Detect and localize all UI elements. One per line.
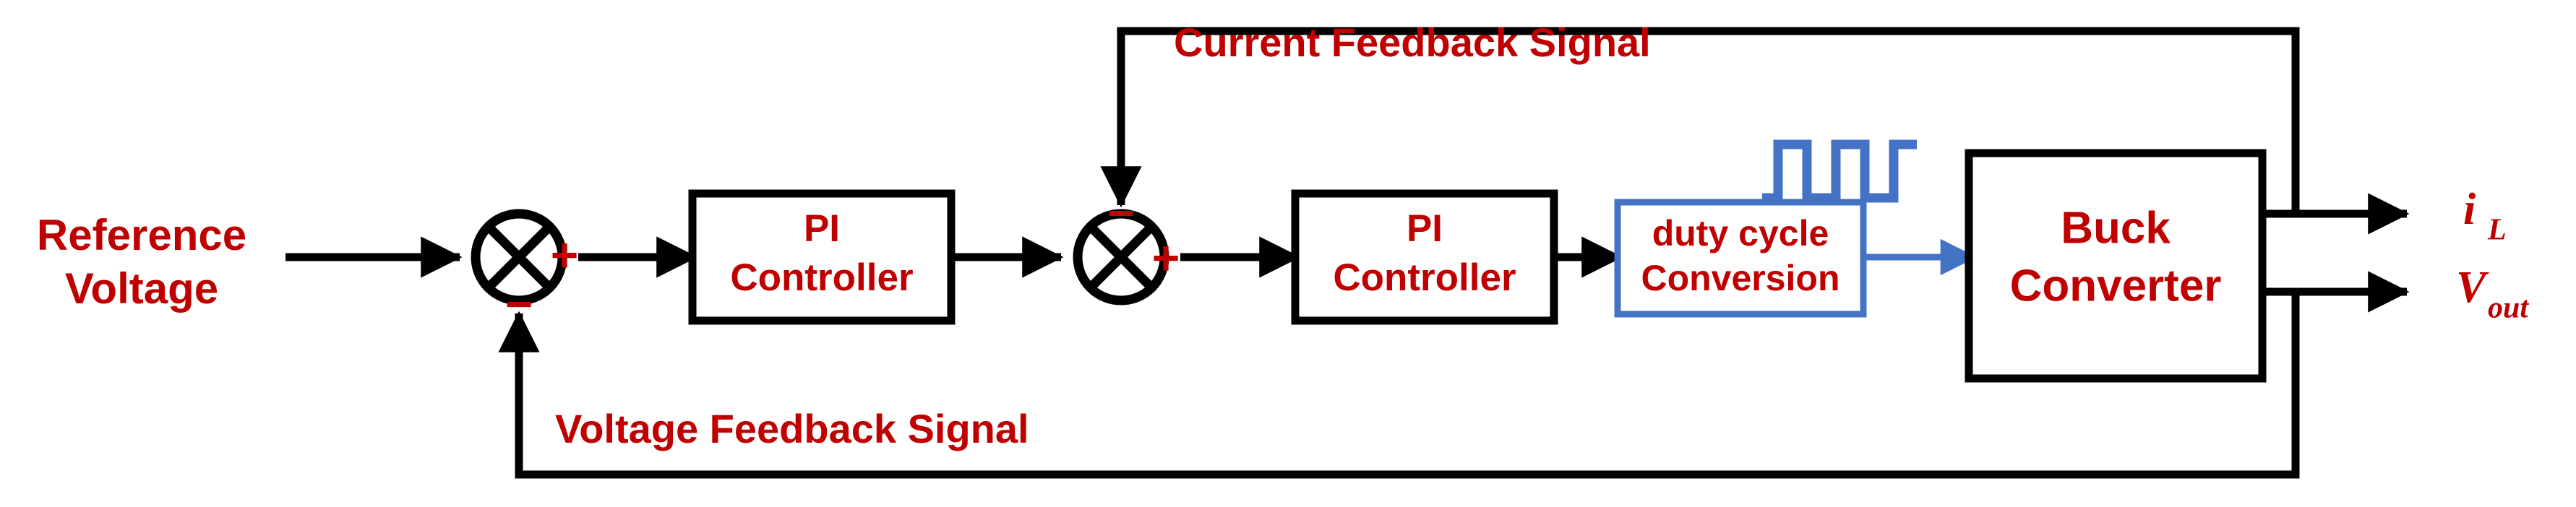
inductor-current-output-label: i L xyxy=(2463,185,2507,246)
voltage-feedback-path xyxy=(498,292,2300,479)
pwm-square-wave-icon xyxy=(1762,139,1917,203)
voltage-summing-junction-cross-b xyxy=(485,223,553,291)
voltage-summing-junction-plus-sign: + xyxy=(551,228,579,281)
buck-converter-label-line2: Converter xyxy=(2010,261,2222,311)
pi-controller-voltage-block[interactable]: PI Controller xyxy=(688,189,956,325)
current-summing-junction-plus-sign: + xyxy=(1152,230,1180,284)
voltage-feedback-signal-label: Voltage Feedback Signal xyxy=(555,406,1029,451)
reference-voltage-label-line2: Voltage xyxy=(65,264,218,313)
duty-cycle-conversion-label-line2: Conversion xyxy=(1641,258,1839,298)
pi-controller-current-label-line1: PI xyxy=(1407,207,1443,250)
current-summing-junction[interactable]: − + xyxy=(1073,186,1180,306)
pi-controller-current-rect xyxy=(1291,189,1558,325)
duty-cycle-conversion-label-line1: duty cycle xyxy=(1652,213,1829,254)
duty-cycle-conversion-rect xyxy=(1614,199,1867,318)
buck-converter-label-line1: Buck xyxy=(2061,203,2171,253)
current-feedback-signal-label: Current Feedback Signal xyxy=(1174,20,1651,65)
pi-controller-voltage-label-line2: Controller xyxy=(730,256,913,299)
output-voltage-subscript: out xyxy=(2488,292,2529,325)
output-voltage-symbol: V xyxy=(2456,263,2489,312)
current-summing-junction-cross-b xyxy=(1087,223,1155,291)
current-feedback-path xyxy=(1100,27,2300,214)
pi-controller-current-block[interactable]: PI Controller xyxy=(1291,189,1558,325)
pi-controller-current-label-line2: Controller xyxy=(1333,256,1516,299)
inductor-current-subscript: L xyxy=(2487,214,2507,247)
buck-converter-block[interactable]: Buck Converter xyxy=(1965,149,2267,383)
buck-converter-rect xyxy=(1965,149,2267,383)
pi-controller-voltage-label-line1: PI xyxy=(804,207,840,250)
output-voltage-output-label: V out xyxy=(2456,263,2529,324)
inductor-current-symbol: i xyxy=(2463,185,2476,234)
duty-cycle-conversion-block[interactable]: duty cycle Conversion xyxy=(1614,199,1867,318)
reference-voltage-label-line1: Reference xyxy=(37,211,246,259)
voltage-summing-junction[interactable]: + − xyxy=(471,209,579,330)
